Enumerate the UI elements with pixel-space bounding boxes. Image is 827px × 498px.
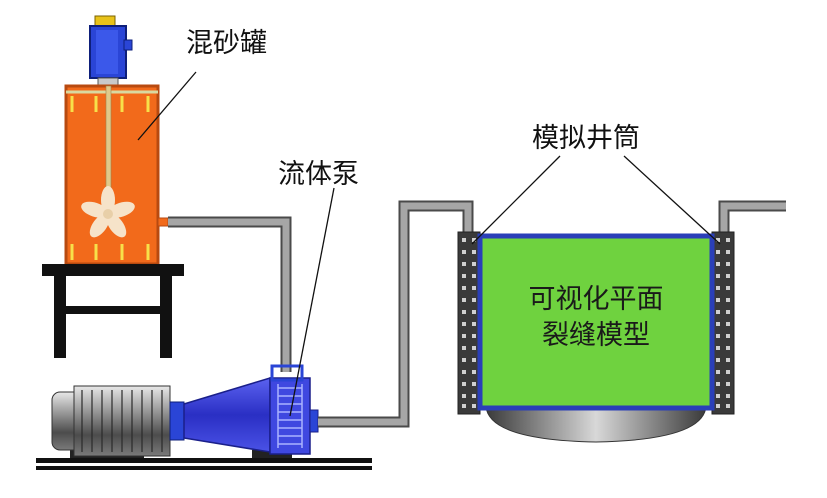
fluid-pump-label: 流体泵 <box>278 159 359 190</box>
model-base-bowl <box>485 405 707 443</box>
motor-icon <box>89 15 133 87</box>
electric-motor-icon <box>51 385 185 457</box>
planar-fracture-model <box>477 233 715 411</box>
pipe-outlet <box>718 200 786 238</box>
simulated-wellbore-right <box>711 231 735 415</box>
tank-stand <box>42 264 184 358</box>
pipe-pump-to-wellbore <box>318 200 474 428</box>
fluid-pump <box>183 364 319 455</box>
simulated-wellbore-label: 模拟井筒 <box>532 123 640 154</box>
model-label-line1: 可视化平面 <box>529 284 664 315</box>
propeller-icon <box>81 186 135 238</box>
tank-baffles-top <box>70 96 150 112</box>
pipe-tank-to-pump <box>168 216 292 372</box>
tank-baffles-bottom <box>70 244 150 260</box>
leader-lines <box>137 71 721 417</box>
mixing-tank-assembly <box>64 15 169 266</box>
model-label-line2: 裂缝模型 <box>542 320 650 351</box>
simulated-wellbore-left <box>457 231 481 415</box>
tank-body <box>64 84 160 266</box>
mixing-tank-label: 混砂罐 <box>186 28 267 59</box>
